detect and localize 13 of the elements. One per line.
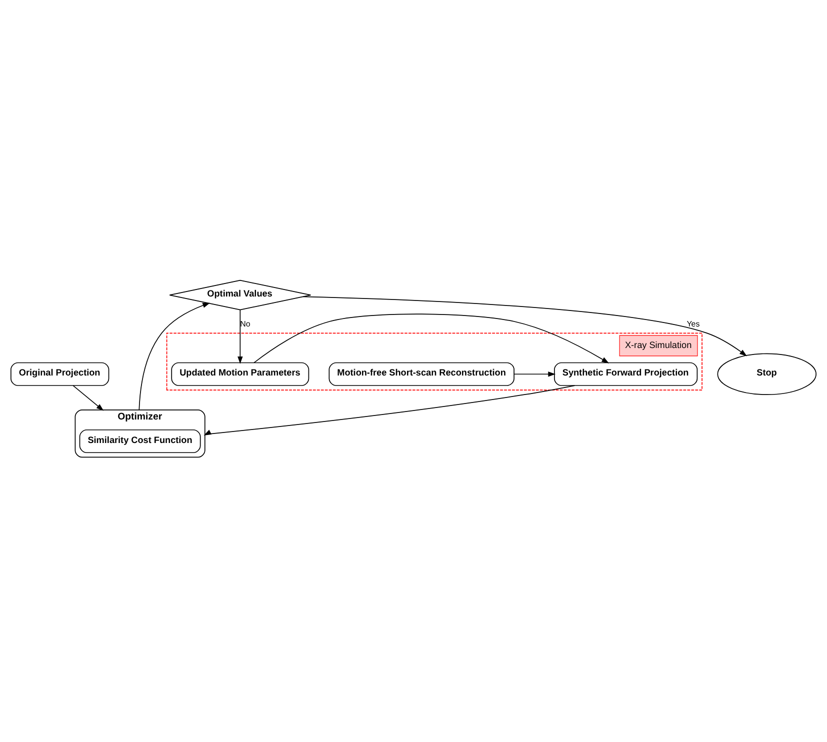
node-box: Synthetic Forward Projection <box>554 362 698 386</box>
node-box: Original Projection <box>10 362 110 386</box>
node-box: Motion-free Short-scan Reconstruction <box>328 362 514 386</box>
node-ellipse: Stop <box>717 353 816 396</box>
arrow <box>238 310 243 364</box>
node-box: Similarity Cost Function <box>79 429 201 454</box>
arrow <box>254 314 610 364</box>
arrow <box>204 385 576 436</box>
arrow <box>138 302 210 410</box>
node-box: Updated Motion Parameters <box>171 362 310 386</box>
node-diamond: Optimal Values <box>169 280 312 310</box>
arrow <box>72 385 104 411</box>
arrow <box>514 372 556 377</box>
